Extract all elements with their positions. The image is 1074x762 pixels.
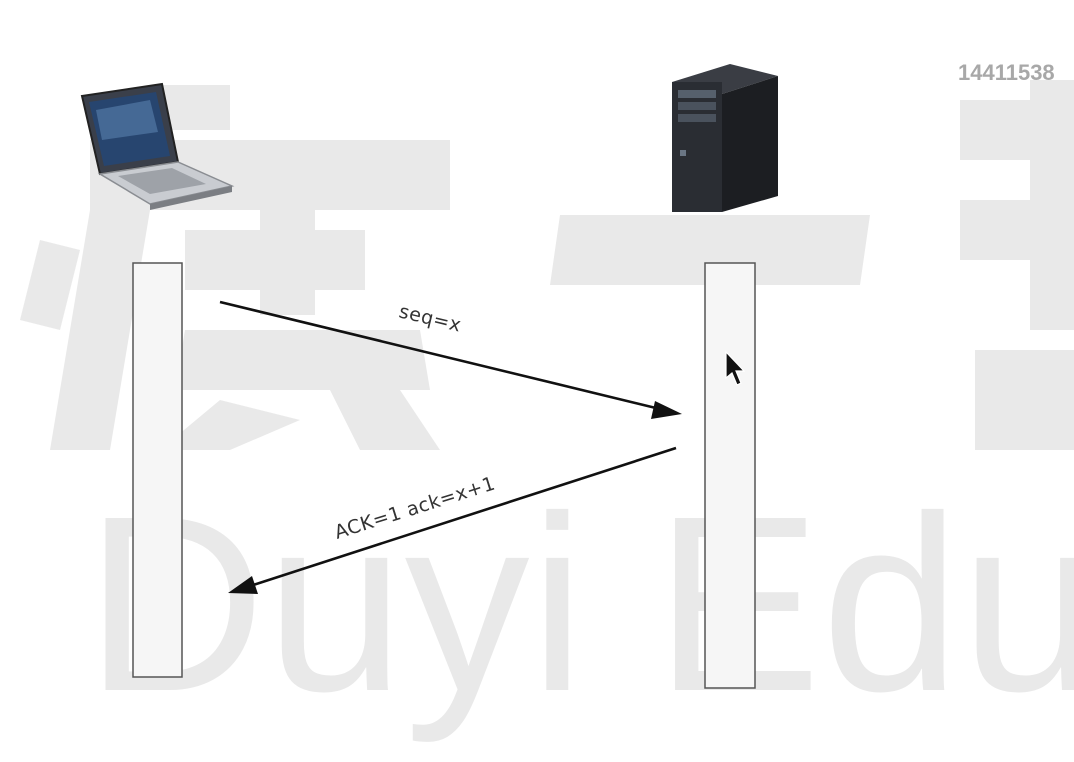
client-lifeline (132, 262, 183, 678)
watermark-glyph-right (960, 80, 1074, 450)
laptop-icon (80, 82, 235, 210)
watermark-glyph-left (20, 85, 450, 450)
mouse-cursor-icon (725, 350, 746, 386)
server-lifeline (704, 262, 756, 689)
watermark-latin: Duyi Edu (85, 464, 1074, 743)
server-tower-icon (672, 64, 778, 212)
watermark-glyph-middle (550, 215, 870, 285)
message-seq-arrow (219, 300, 682, 419)
message-ack-arrow (228, 446, 677, 594)
corner-id-label: 14411538 (958, 60, 1055, 85)
